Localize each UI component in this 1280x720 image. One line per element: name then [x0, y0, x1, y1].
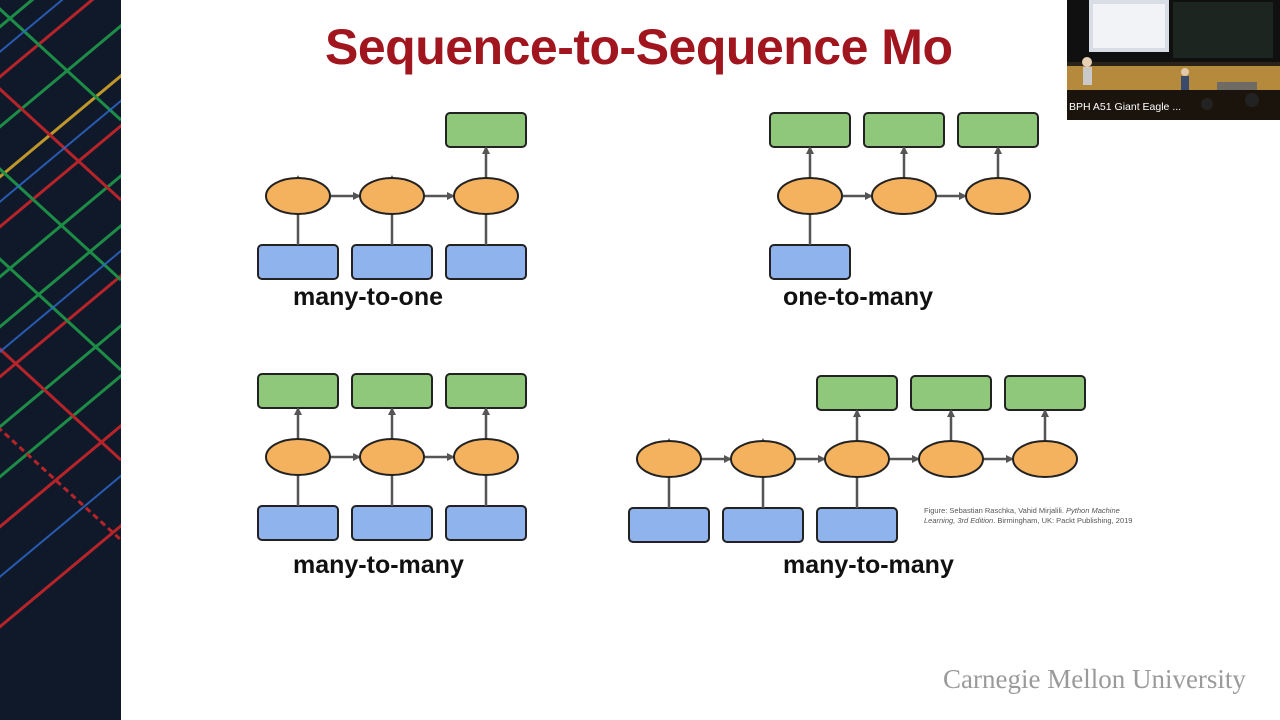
- output-box: [957, 112, 1039, 148]
- hidden-state-node: [824, 440, 890, 478]
- citation-authors: Figure: Sebastian Raschka, Vahid Mirjali…: [924, 506, 1064, 515]
- rnn-sequence-diagrams: [257, 112, 1086, 543]
- output-box: [445, 112, 527, 148]
- output-box: [257, 373, 339, 409]
- slide-content: Sequence-to-Sequence Mo many-to-one one-…: [121, 0, 1280, 720]
- output-box: [351, 373, 433, 409]
- output-box: [910, 375, 992, 411]
- lecture-room-video-image: [1067, 0, 1280, 120]
- many-to-many-label-right: many-to-many: [783, 551, 954, 579]
- decorative-sidebar: [0, 0, 121, 720]
- hidden-state-node: [871, 177, 937, 215]
- input-box: [351, 244, 433, 280]
- input-box: [257, 244, 339, 280]
- slide-title: Sequence-to-Sequence Mo: [325, 19, 953, 75]
- plaid-pattern-graphic: [0, 0, 121, 720]
- output-box: [445, 373, 527, 409]
- input-box: [816, 507, 898, 543]
- output-box: [816, 375, 898, 411]
- output-box: [863, 112, 945, 148]
- hidden-state-node: [918, 440, 984, 478]
- citation-publisher: . Birmingham, UK: Packt Publishing, 2019: [993, 516, 1133, 525]
- input-box: [257, 505, 339, 541]
- figure-citation: Figure: Sebastian Raschka, Vahid Mirjali…: [924, 506, 1134, 526]
- many-to-many-label-left: many-to-many: [293, 551, 464, 579]
- hidden-state-node: [730, 440, 796, 478]
- hidden-state-node: [777, 177, 843, 215]
- hidden-state-node: [453, 177, 519, 215]
- hidden-state-node: [359, 438, 425, 476]
- output-box: [769, 112, 851, 148]
- output-box: [1004, 375, 1086, 411]
- input-box: [769, 244, 851, 280]
- camera-location-label: BPH A51 Giant Eagle ...: [1069, 101, 1182, 113]
- input-box: [351, 505, 433, 541]
- cmu-logo: Carnegie Mellon University: [943, 664, 1246, 694]
- hidden-state-node: [965, 177, 1031, 215]
- input-box: [445, 505, 527, 541]
- camera-video-feed[interactable]: BPH A51 Giant Eagle ...: [1067, 0, 1280, 120]
- hidden-state-node: [1012, 440, 1078, 478]
- hidden-state-node: [265, 177, 331, 215]
- input-box: [445, 244, 527, 280]
- one-to-many-label: one-to-many: [783, 283, 933, 311]
- hidden-state-node: [359, 177, 425, 215]
- citation-book-title: Python Machine Learning, 3rd Edition: [924, 506, 1120, 525]
- hidden-state-node: [265, 438, 331, 476]
- diagram-layer: [257, 112, 1086, 543]
- hidden-state-node: [636, 440, 702, 478]
- many-to-one-label: many-to-one: [293, 283, 443, 311]
- input-box: [628, 507, 710, 543]
- hidden-state-node: [453, 438, 519, 476]
- input-box: [722, 507, 804, 543]
